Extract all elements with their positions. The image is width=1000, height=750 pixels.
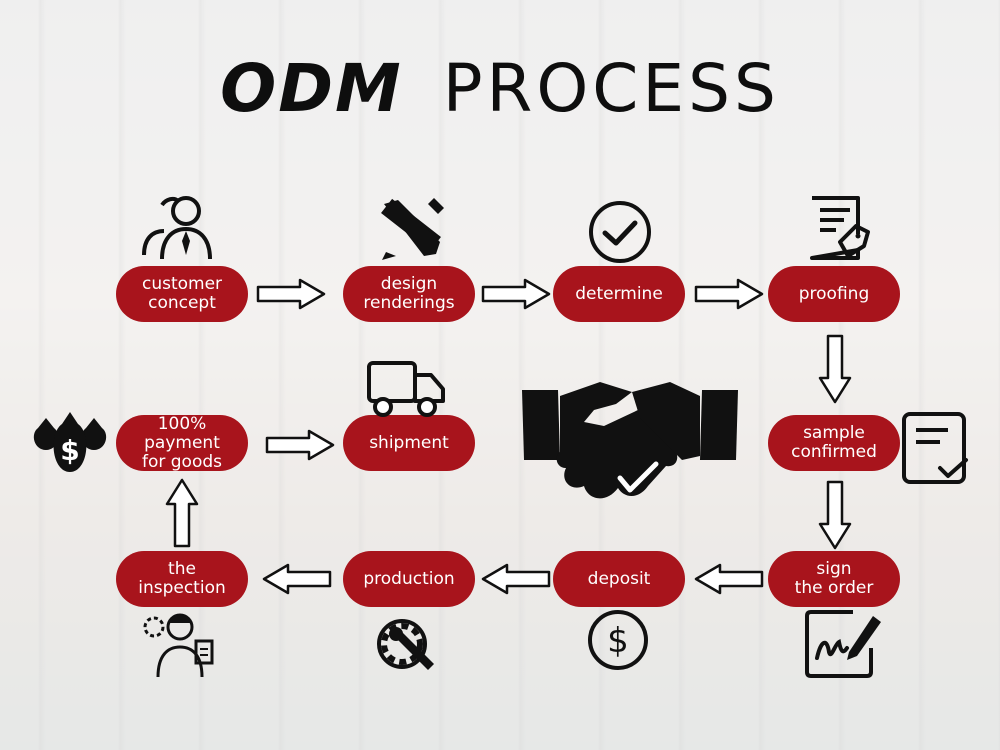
title-process: PROCESS <box>442 50 780 127</box>
step-design-renderings: design renderings <box>343 266 475 322</box>
step-proofing: proofing <box>768 266 900 322</box>
step-the-inspection: the inspection <box>116 551 248 607</box>
arrow-up-1 <box>165 478 199 548</box>
dollar-coin-icon: $ <box>588 610 648 670</box>
signature-icon <box>805 610 881 678</box>
money-dollar-sign: $ <box>60 434 79 467</box>
people-icon <box>142 196 212 260</box>
inspector-icon <box>143 613 214 678</box>
arrow-down-2 <box>818 480 852 550</box>
arrow-right-3 <box>694 278 764 310</box>
arrow-left-3 <box>262 563 332 595</box>
step-payment-for-goods: 100% payment for goods <box>116 414 248 471</box>
gear-wrench-icon <box>377 619 434 670</box>
document-tag-icon <box>810 196 870 260</box>
coin-dollar-sign: $ <box>607 621 629 661</box>
page-title: ODM PROCESS <box>0 50 1000 127</box>
pencil-ruler-icon <box>381 198 444 260</box>
arrow-right-1 <box>256 278 326 310</box>
step-customer-concept: customer concept <box>116 266 248 322</box>
step-determine: determine <box>553 266 685 322</box>
arrow-left-2 <box>481 563 551 595</box>
step-shipment: shipment <box>343 415 475 471</box>
arrow-right-2 <box>481 278 551 310</box>
step-sign-the-order: sign the order <box>768 551 900 607</box>
truck-icon <box>367 361 445 417</box>
arrow-down-1 <box>818 334 852 404</box>
check-circle-icon <box>589 201 651 263</box>
document-check-icon <box>902 412 968 484</box>
handshake-icon <box>522 382 738 499</box>
step-sample-confirmed: sample confirmed <box>768 415 900 471</box>
arrow-right-4 <box>265 429 335 461</box>
step-production: production <box>343 551 475 607</box>
arrow-left-1 <box>694 563 764 595</box>
step-deposit: deposit <box>553 551 685 607</box>
money-bags-icon: $ <box>33 412 107 472</box>
title-odm: ODM <box>220 50 403 127</box>
